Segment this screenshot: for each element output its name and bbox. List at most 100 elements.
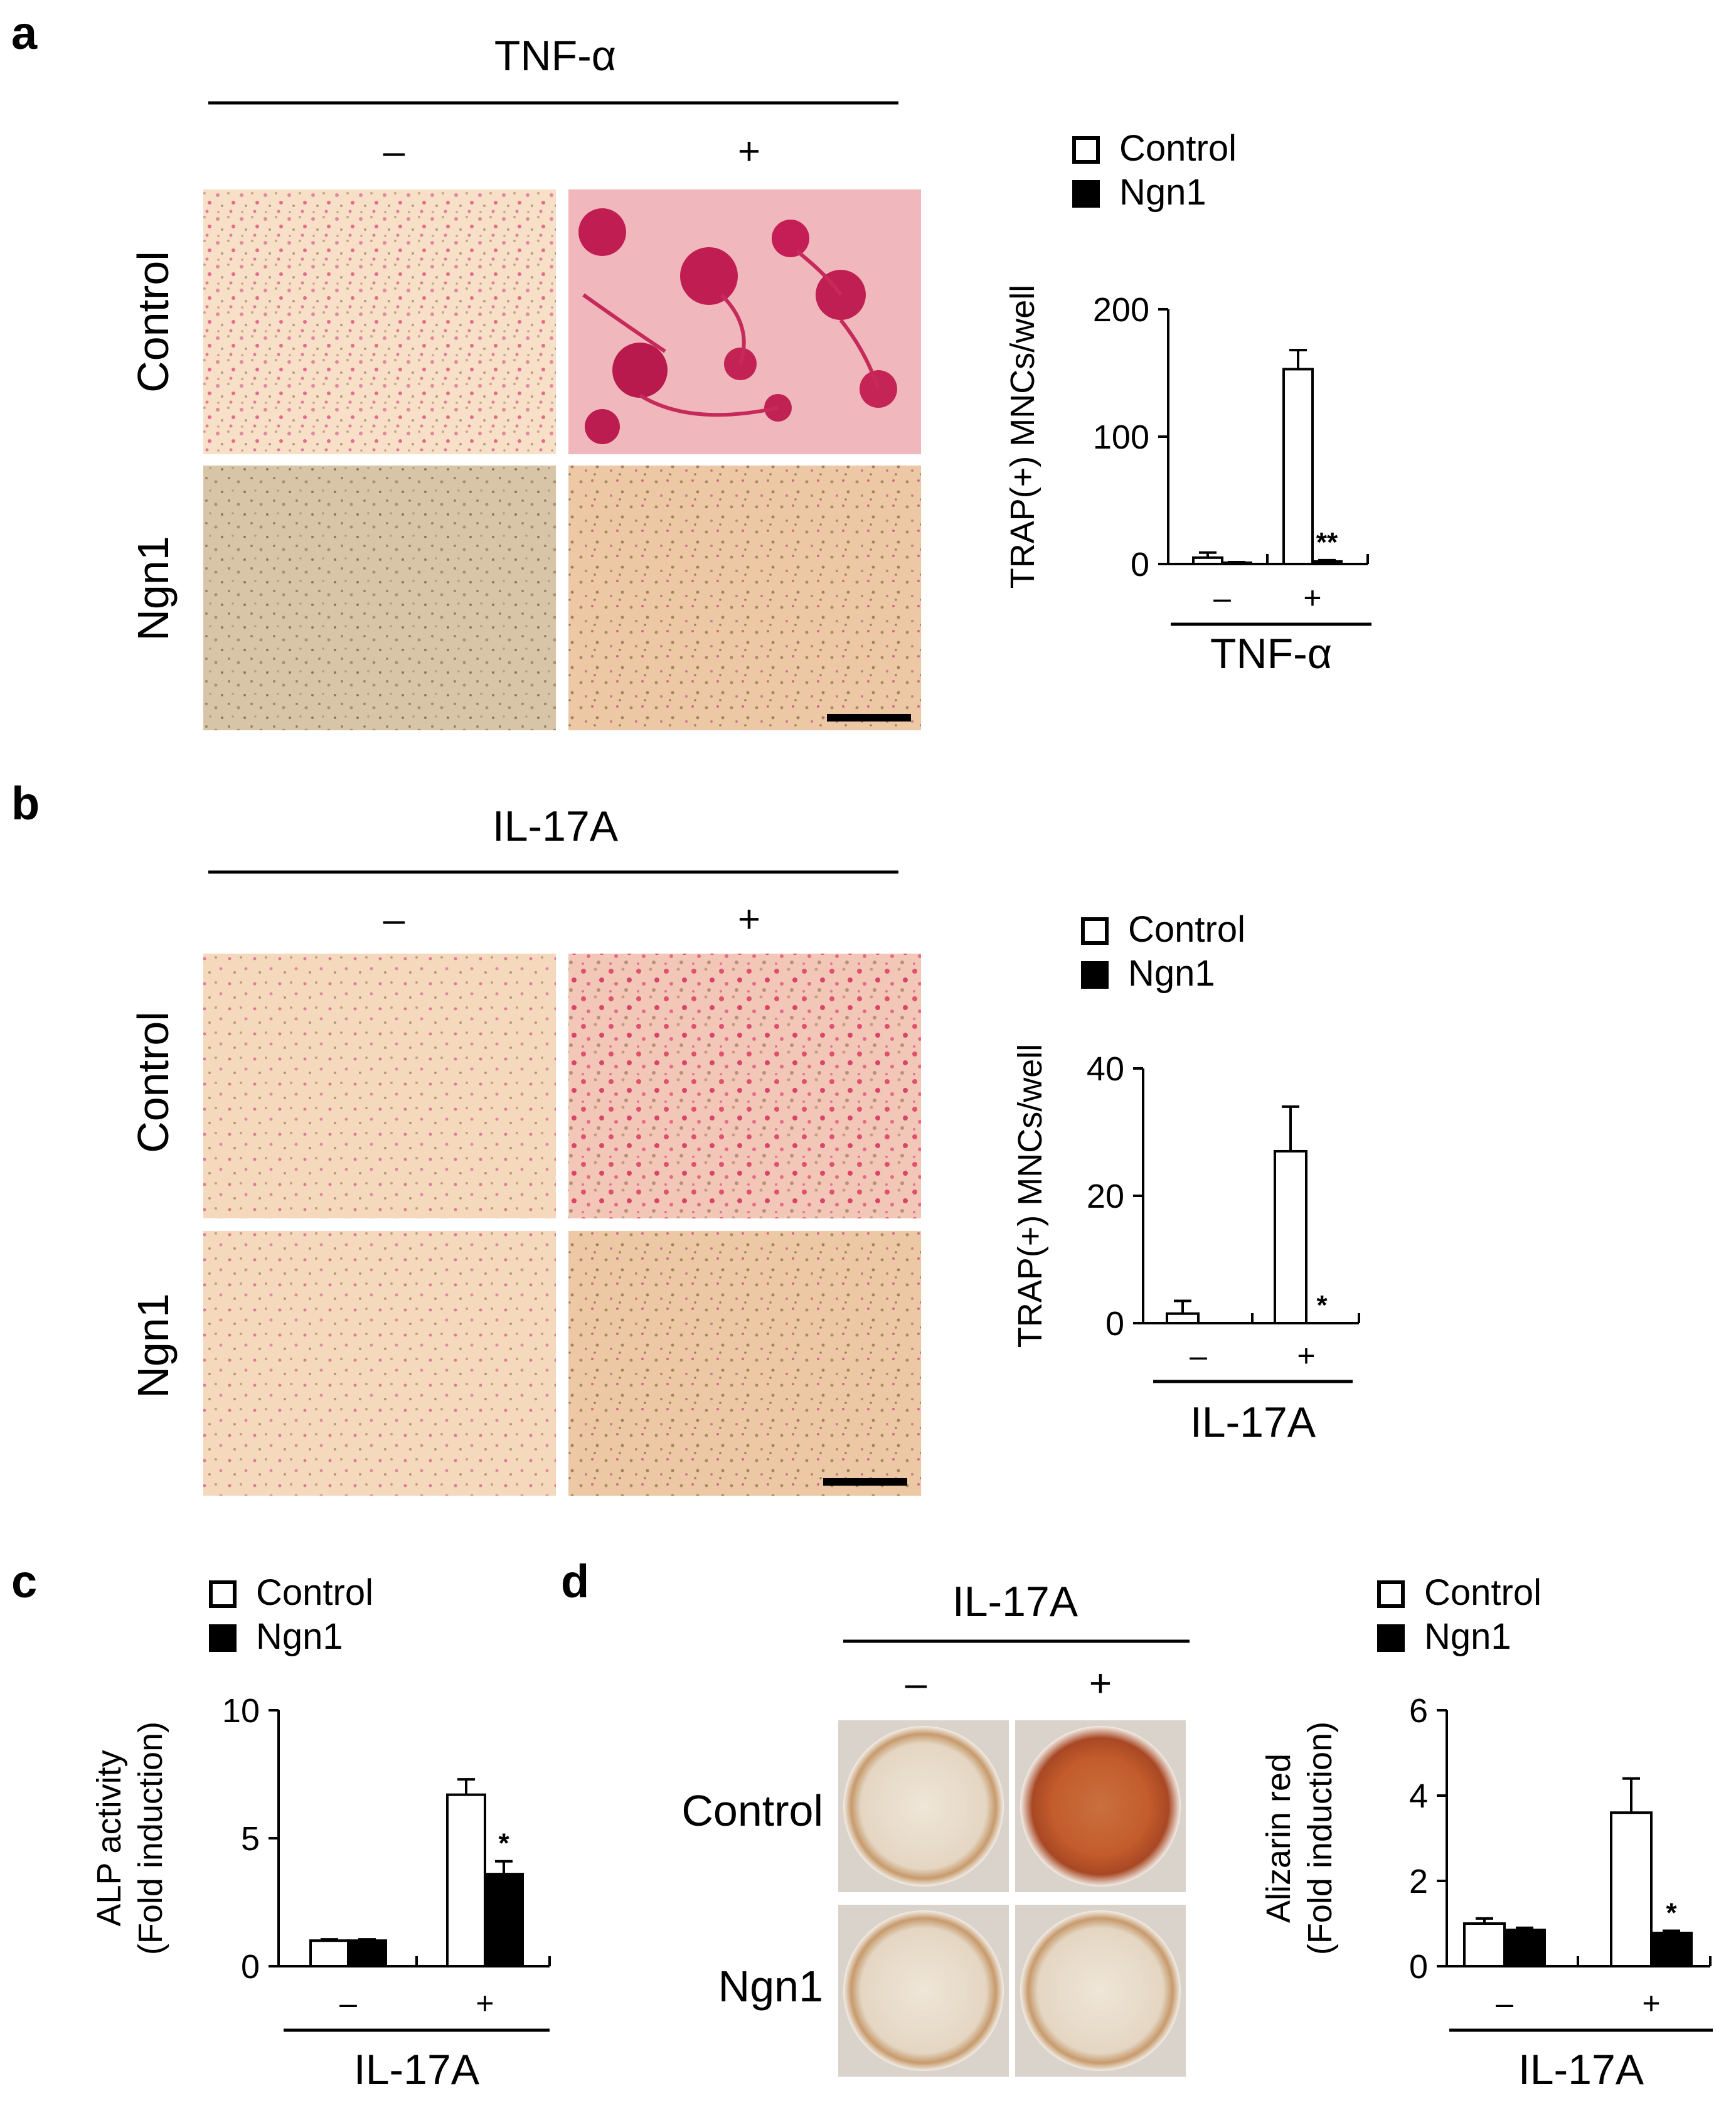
panel-b-row-ngn1-label: Ngn1 bbox=[129, 1293, 178, 1398]
panel-d-plus-label: + bbox=[1089, 1662, 1112, 1705]
y-tick-label: 0 bbox=[1105, 1305, 1124, 1343]
x-category-label: – bbox=[1496, 1986, 1513, 2021]
panel-d-minus-label: – bbox=[905, 1662, 927, 1705]
micrograph-a-ngn1-minus bbox=[203, 466, 556, 730]
panel-letter-d: d bbox=[561, 1555, 589, 1607]
significance-marker: * bbox=[1316, 1290, 1328, 1321]
y-tick-label: 6 bbox=[1409, 1692, 1428, 1730]
y-axis-label: TRAP(+) MNCs/well bbox=[1011, 1044, 1049, 1348]
x-axis-label: IL-17A bbox=[354, 2046, 480, 2094]
significance-marker: ** bbox=[1316, 527, 1338, 558]
bar-ngn1-minus bbox=[347, 1939, 387, 1967]
bar-control-minus bbox=[309, 1939, 349, 1967]
micrograph-b-control-minus bbox=[203, 954, 556, 1218]
legend-label-ngn1: Ngn1 bbox=[1424, 1616, 1511, 1657]
x-axis-label: IL-17A bbox=[1190, 1398, 1316, 1446]
y-tick-label: 0 bbox=[241, 1948, 260, 1986]
panel-d-row-control-label: Control bbox=[681, 1786, 823, 1835]
y-axis-label: TRAP(+) MNCs/well bbox=[1004, 285, 1041, 589]
x-category-label: + bbox=[476, 1986, 494, 2021]
bar-control-plus bbox=[1610, 1811, 1653, 1967]
bar-ngn1-plus bbox=[484, 1873, 524, 1968]
x-category-label: – bbox=[1213, 580, 1231, 615]
panel-a-minus-label: – bbox=[383, 130, 405, 173]
panel-letter-a: a bbox=[11, 7, 38, 59]
micrograph-a-ngn1-plus bbox=[568, 466, 921, 730]
micrograph-b-control-plus bbox=[568, 954, 921, 1218]
bar-control-minus bbox=[1166, 1312, 1200, 1324]
bar-ngn1-plus bbox=[1311, 560, 1343, 566]
y-axis-label-line-2: (Fold induction) bbox=[132, 1722, 169, 1955]
legend-swatch-control bbox=[1081, 917, 1109, 945]
legend-swatch-control bbox=[1377, 1580, 1405, 1608]
bar-control-minus bbox=[1192, 556, 1223, 565]
legend-swatch-control bbox=[209, 1580, 237, 1608]
y-tick-label: 200 bbox=[1093, 291, 1149, 329]
significance-marker: * bbox=[498, 1828, 509, 1859]
y-tick-label: 40 bbox=[1087, 1050, 1124, 1088]
bar-control-minus bbox=[1463, 1922, 1506, 1967]
x-category-label: + bbox=[1297, 1338, 1315, 1373]
y-tick-label: 0 bbox=[1131, 546, 1149, 583]
x-axis-label: TNF-α bbox=[1210, 630, 1332, 678]
legend-label-control: Control bbox=[1119, 128, 1237, 169]
well-d-control-plus bbox=[1015, 1720, 1186, 1892]
x-category-label: + bbox=[1642, 1986, 1660, 2021]
significance-marker: * bbox=[1666, 1898, 1677, 1929]
legend-swatch-ngn1 bbox=[1072, 180, 1100, 208]
y-tick-label: 100 bbox=[1093, 418, 1149, 456]
bar-ngn1-minus bbox=[1503, 1929, 1546, 1967]
panel-a-treatment-header: TNF-α bbox=[494, 32, 616, 80]
x-category-label: – bbox=[1190, 1338, 1207, 1373]
y-tick-label: 4 bbox=[1409, 1777, 1428, 1815]
legend-label-ngn1: Ngn1 bbox=[1119, 172, 1206, 213]
scale-bar-b bbox=[823, 1478, 907, 1486]
legend-label-ngn1: Ngn1 bbox=[1128, 953, 1215, 994]
micrograph-b-ngn1-plus bbox=[568, 1231, 921, 1496]
panel-d-row-ngn1-label: Ngn1 bbox=[718, 1962, 823, 2011]
y-tick-label: 2 bbox=[1409, 1863, 1428, 1900]
y-axis-label-line-1: Alizarin red bbox=[1260, 1754, 1297, 1923]
legend-swatch-ngn1 bbox=[209, 1624, 237, 1652]
well-d-ngn1-minus bbox=[838, 1905, 1009, 2077]
y-tick-label: 20 bbox=[1087, 1178, 1124, 1215]
panel-a-row-ngn1-label: Ngn1 bbox=[129, 536, 178, 641]
bar-control-plus bbox=[446, 1793, 486, 1967]
legend-label-control: Control bbox=[256, 1572, 373, 1613]
legend-label-control: Control bbox=[1424, 1572, 1542, 1613]
panel-a-row-control-label: Control bbox=[129, 251, 178, 393]
bar-ngn1-plus bbox=[1650, 1931, 1693, 1967]
micrograph-b-ngn1-minus bbox=[203, 1231, 556, 1496]
y-axis-label-line-1: ALP activity bbox=[90, 1750, 128, 1926]
bar-control-plus bbox=[1274, 1149, 1307, 1324]
panel-d-treatment-header: IL-17A bbox=[952, 1578, 1078, 1626]
micrograph-a-control-minus bbox=[203, 189, 556, 454]
x-category-label: – bbox=[339, 1986, 357, 2021]
bar-control-plus bbox=[1282, 368, 1314, 565]
y-tick-label: 5 bbox=[241, 1820, 260, 1858]
legend-swatch-ngn1 bbox=[1377, 1624, 1405, 1652]
well-d-control-minus bbox=[838, 1720, 1009, 1892]
well-d-ngn1-plus bbox=[1015, 1905, 1186, 2077]
y-tick-label: 0 bbox=[1409, 1948, 1428, 1986]
x-axis-label: IL-17A bbox=[1518, 2046, 1644, 2094]
legend-swatch-ngn1 bbox=[1081, 961, 1109, 989]
panel-a-plus-label: + bbox=[738, 130, 760, 173]
panel-letter-c: c bbox=[11, 1555, 37, 1607]
panel-b-minus-label: – bbox=[383, 898, 405, 941]
panel-b-treatment-header: IL-17A bbox=[493, 802, 619, 850]
panel-letter-b: b bbox=[11, 777, 40, 829]
panel-b-row-control-label: Control bbox=[129, 1011, 178, 1153]
legend-swatch-control bbox=[1072, 136, 1100, 164]
legend-label-control: Control bbox=[1128, 909, 1245, 950]
legend-label-ngn1: Ngn1 bbox=[256, 1616, 343, 1657]
scale-bar-a bbox=[827, 714, 911, 721]
micrograph-a-control-plus bbox=[568, 189, 921, 454]
y-axis-label-line-2: (Fold induction) bbox=[1301, 1722, 1339, 1955]
